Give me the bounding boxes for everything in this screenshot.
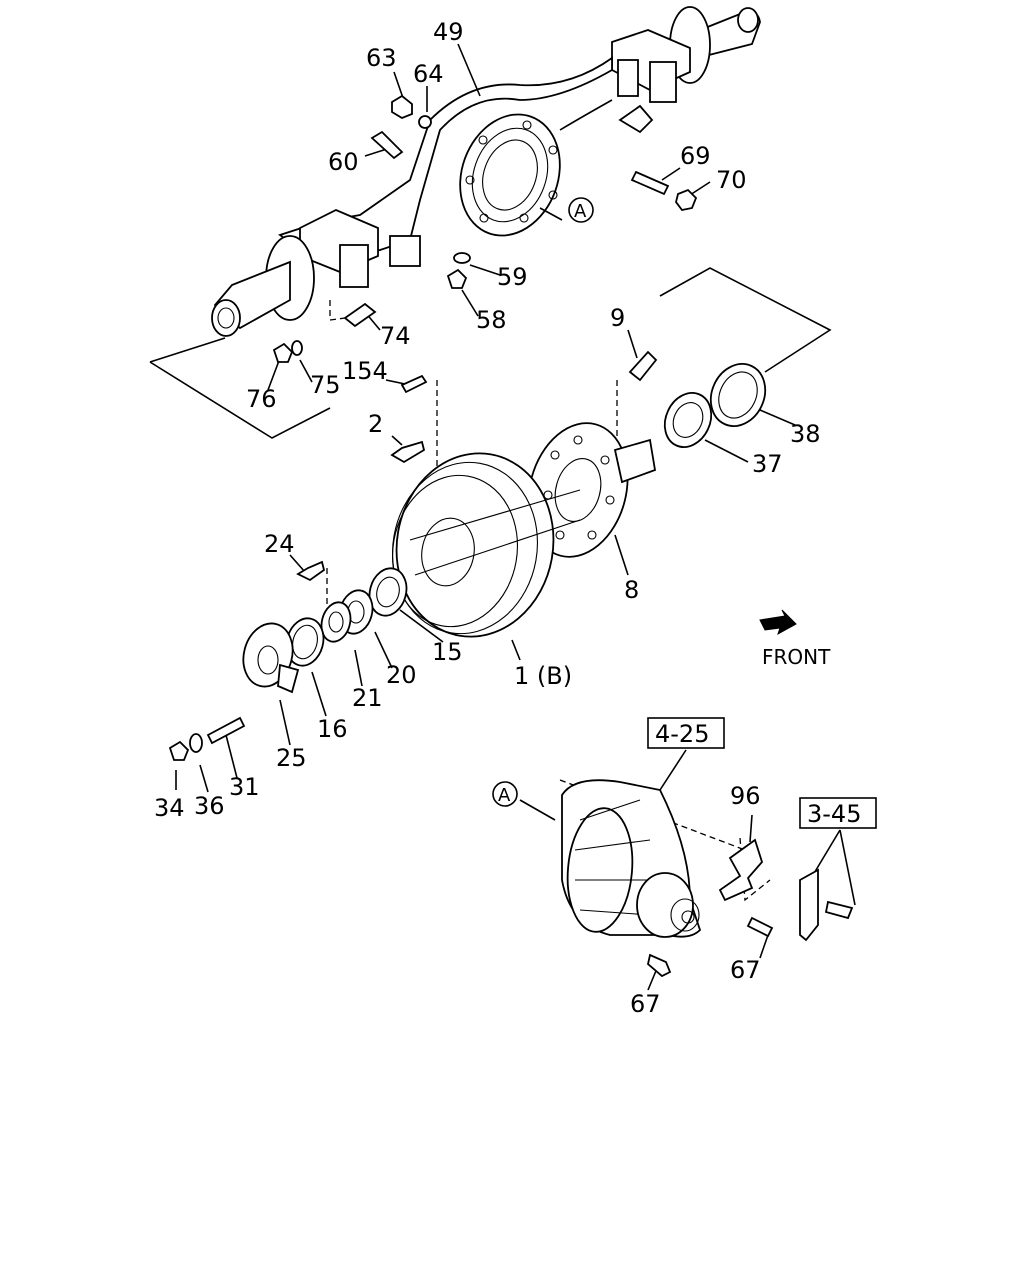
part-25: 25 [276, 744, 307, 772]
part-21: 21 [352, 684, 383, 712]
box-3-45: 3-45 [807, 800, 861, 828]
part-58: 58 [476, 306, 507, 334]
part-154: 154 [342, 357, 388, 385]
part-labels: 49 63 64 60 69 70 59 58 74 76 75 154 9 2… [154, 18, 821, 1018]
front-label: FRONT [762, 645, 831, 669]
part-24: 24 [264, 530, 295, 558]
upper-fasteners [272, 94, 698, 394]
part-76: 76 [246, 385, 277, 413]
part-9: 9 [610, 304, 625, 332]
part-36: 36 [194, 792, 225, 820]
box-4-25-frame [647, 717, 725, 749]
part-31: 31 [229, 773, 260, 801]
leader-lines [149, 43, 856, 991]
box-4-25: 4-25 [655, 720, 709, 748]
axle-housing [211, 6, 761, 337]
part-15: 15 [432, 638, 463, 666]
part-74: 74 [380, 322, 411, 350]
hub-drum-assembly [168, 350, 767, 761]
part-59: 59 [497, 263, 528, 291]
box-3-45-frame [799, 797, 877, 829]
part-1b: 1 (B) [514, 662, 572, 690]
ref-a-top: A [574, 201, 587, 222]
part-49: 49 [433, 18, 464, 46]
part-20: 20 [386, 661, 417, 689]
part-16: 16 [317, 715, 348, 743]
part-34: 34 [154, 794, 185, 822]
part-38: 38 [790, 420, 821, 448]
part-67-right: 67 [730, 956, 761, 984]
part-2: 2 [368, 410, 383, 438]
front-arrow-icon [759, 609, 797, 636]
part-67-bottom: 67 [630, 990, 661, 1018]
part-64: 64 [413, 60, 444, 88]
ref-a-bottom: A [498, 785, 511, 806]
part-69: 69 [680, 142, 711, 170]
differential-carrier [561, 779, 854, 978]
part-96: 96 [730, 782, 761, 810]
part-37: 37 [752, 450, 783, 478]
part-8: 8 [624, 576, 639, 604]
ref-a-top-circle [568, 197, 594, 223]
part-75: 75 [310, 371, 341, 399]
part-60: 60 [328, 148, 359, 176]
ref-a-bottom-circle [492, 781, 518, 807]
part-70: 70 [716, 166, 747, 194]
part-63: 63 [366, 44, 397, 72]
